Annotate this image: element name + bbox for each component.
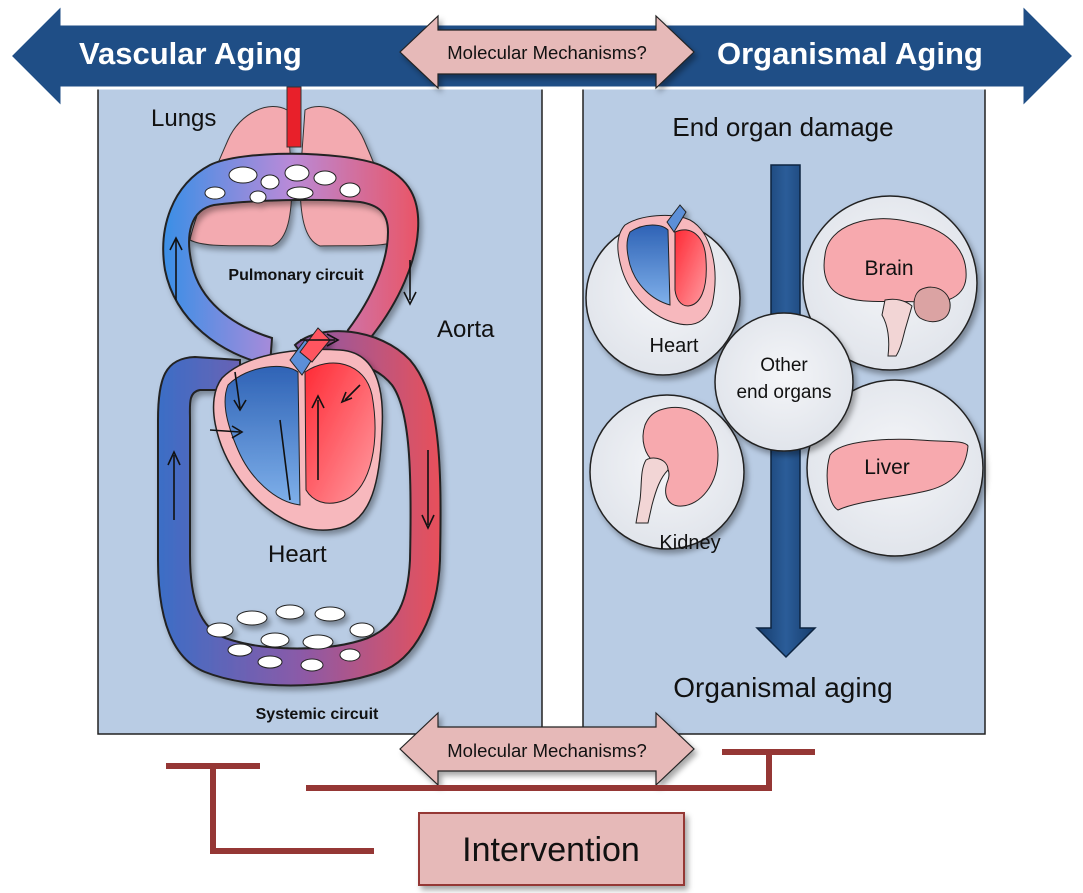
other-label-line1: Other bbox=[760, 355, 808, 376]
organismal-aging-bottom-label: Organismal aging bbox=[673, 672, 892, 703]
top-mechanism-label: Molecular Mechanisms? bbox=[447, 42, 646, 63]
flow-arrows bbox=[167, 236, 435, 530]
end-organ-damage-label: End organ damage bbox=[672, 112, 893, 142]
other-label-line2: end organs bbox=[736, 382, 831, 403]
aorta-label: Aorta bbox=[437, 316, 495, 343]
brain-label: Brain bbox=[864, 257, 913, 280]
pulmonary-circuit-label: Pulmonary circuit bbox=[228, 267, 364, 284]
other-organs-circle bbox=[714, 312, 854, 452]
brain-organ-circle bbox=[802, 195, 978, 371]
trachea bbox=[286, 86, 302, 148]
organ-heart-label: Heart bbox=[650, 335, 699, 357]
heart-label: Heart bbox=[268, 541, 327, 568]
liver-organ-circle bbox=[806, 379, 984, 557]
kidney-organ-circle bbox=[589, 394, 745, 550]
systemic-circuit bbox=[157, 330, 442, 687]
intervention-box bbox=[418, 812, 685, 886]
kidney-label: Kidney bbox=[659, 532, 720, 554]
systemic-circuit-label: Systemic circuit bbox=[256, 706, 379, 723]
bottom-mechanism-label: Molecular Mechanisms? bbox=[447, 740, 646, 761]
lungs-label: Lungs bbox=[151, 105, 216, 132]
inhibition-brackets bbox=[166, 749, 815, 854]
bottom-mechanism-arrow bbox=[399, 711, 695, 787]
intervention-label: Intervention bbox=[462, 831, 640, 869]
vascular-aging-label: Vascular Aging bbox=[79, 36, 302, 71]
heart-illustration bbox=[212, 327, 384, 531]
organismal-aging-label: Organismal Aging bbox=[717, 36, 983, 71]
top-mechanism-arrow bbox=[399, 14, 695, 90]
liver-label: Liver bbox=[864, 456, 910, 479]
heart-organ-circle bbox=[585, 204, 741, 376]
